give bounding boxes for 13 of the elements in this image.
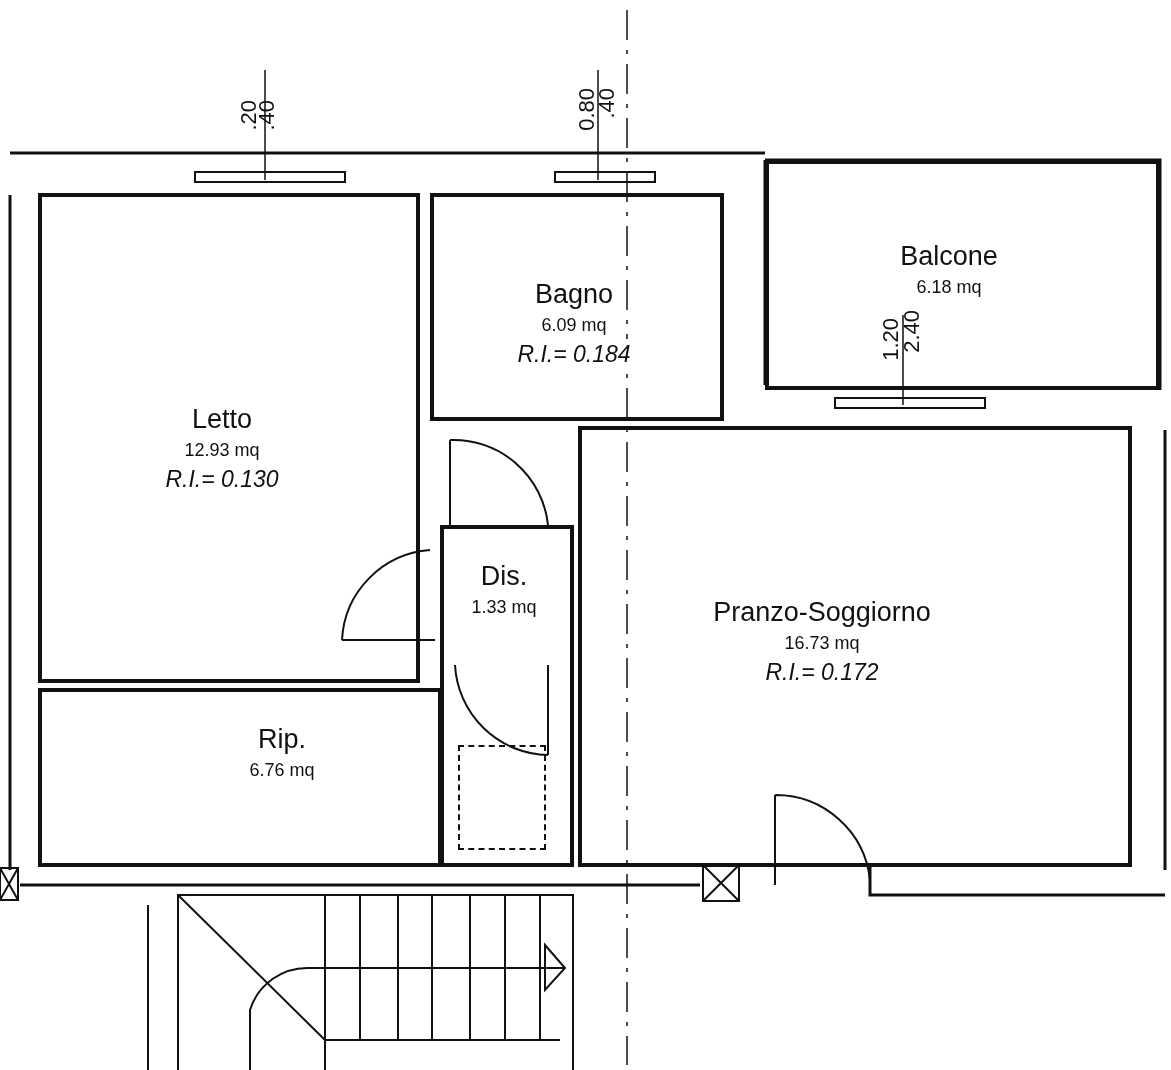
dimension-text: 2.40 [903,310,921,353]
room-outline [578,426,1132,867]
dimension-text: .40 [598,88,616,119]
dimension-text: .40 [258,100,276,131]
room-outline [38,193,420,683]
dimension-text: .20 [240,100,258,131]
room-outline [440,525,574,867]
room-outline [38,688,442,867]
dimension-text: 1.20 [882,318,900,361]
room-outline [430,193,724,421]
room-outline [765,160,1160,390]
dimension-text: 0.80 [578,88,596,131]
closet-outline [458,745,546,850]
